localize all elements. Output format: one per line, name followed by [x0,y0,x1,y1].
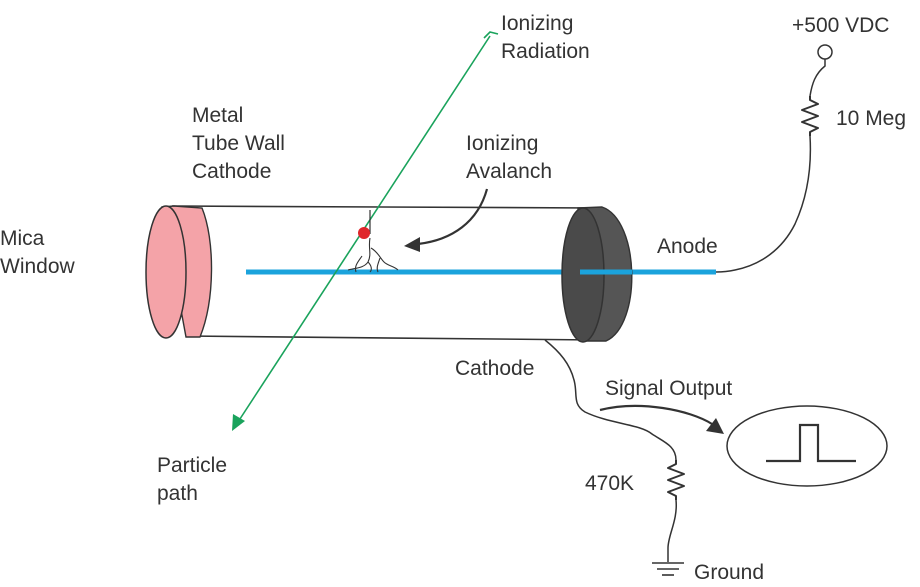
ionization-event-dot [358,227,370,239]
anode-cap-face [561,207,605,343]
supply-voltage-label: +500 VDC [792,14,890,37]
avalanche-arrowhead [404,237,420,252]
tube-bottom-edge [185,335,599,341]
avalanche-streamer [376,257,381,273]
ionizing-avalanche-label: Ionizing Avalanch [466,130,552,186]
ground-label: Ground [694,561,765,584]
avalanche-arrow-curve [417,188,489,246]
anode-lead [715,135,812,273]
anode-supply-circuit [715,44,833,273]
signal-output-arrow-curve [599,404,713,425]
avalanche-streamer [367,261,372,273]
supply-lead [809,59,826,97]
mica-window [145,205,213,339]
metal-tube-wall-cathode-label-line: Metal [192,104,244,127]
signal-output-arrowhead [706,418,724,434]
ionizing-avalanche-label-line: Avalanch [466,160,553,183]
ground-lead [667,499,677,562]
anode-resistor-label: 10 Meg [836,107,907,130]
supply-terminal [817,44,833,60]
anode-label: Anode [657,235,718,258]
avalanche-arrow [404,188,489,252]
cathode-label: Cathode [455,357,535,380]
signal-output-label: Signal Output [605,377,733,400]
ionizing-avalanche [347,210,399,273]
metal-tube-wall-cathode-label: Metal Tube Wall Cathode [192,102,285,186]
mica-window-label-line: Window [0,255,75,278]
cathode-circuit [544,339,685,576]
ionizing-radiation-label: Ionizing Radiation [501,10,590,66]
geiger-tube [171,205,599,341]
signal-output [599,404,888,487]
tube-top-edge [171,205,596,209]
radiation-source-tick [483,31,499,39]
particle-path-arrowhead [232,414,245,431]
metal-tube-wall-cathode-label-line: Tube Wall [192,132,285,155]
cathode-lead [544,339,677,461]
anode-resistor-symbol [801,96,819,136]
mica-window-label-line: Mica [0,227,45,250]
mica-window-face [145,205,187,339]
anode-end-cap [561,206,633,343]
metal-tube-wall-cathode-label-line: Cathode [192,160,272,183]
signal-output-display [726,405,888,487]
ionizing-radiation-label-line: Ionizing [501,12,574,35]
ionizing-avalanche-label-line: Ionizing [466,132,539,155]
particle-path-label-line: path [157,482,198,505]
load-resistor-symbol [667,460,685,500]
avalanche-streamer [370,247,399,271]
mica-window-label: Mica Window [0,225,75,281]
load-resistor-label: 470K [585,472,635,495]
avalanche-streamer [347,237,371,271]
particle-path-label-line: Particle [157,454,228,477]
particle-path-label: Particle path [157,452,227,508]
avalanche-streamer [354,255,363,273]
ionizing-radiation-label-line: Radiation [501,40,590,63]
pulse-waveform [766,423,856,463]
